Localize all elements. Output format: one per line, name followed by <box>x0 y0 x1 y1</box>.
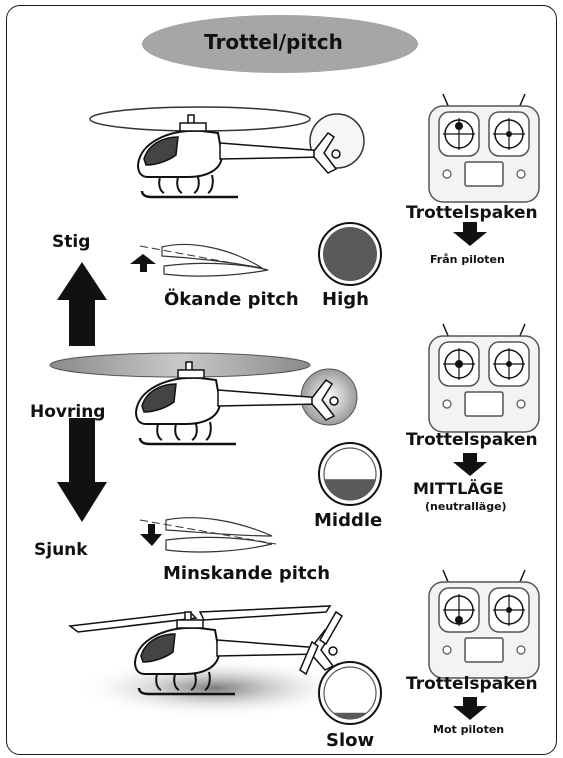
label-stig: Stig <box>52 232 90 252</box>
tx-bottom-direction: Mot piloten <box>433 723 504 736</box>
arrow-up-icon <box>57 262 107 346</box>
pitch-down-small-arrow-icon <box>140 524 162 546</box>
stick-arrow-top-icon <box>453 222 487 246</box>
tx-middle-note: (neutralläge) <box>425 500 507 513</box>
label-hovring: Hovring <box>30 402 105 422</box>
pitch-up-small-arrow-icon <box>130 254 156 272</box>
label-middle: Middle <box>314 510 382 531</box>
gauge-middle <box>319 443 381 505</box>
transmitter-bottom <box>429 570 539 678</box>
stick-arrow-bottom-icon <box>453 697 487 720</box>
label-minskande-pitch: Minskande pitch <box>163 563 330 584</box>
gauge-slow <box>319 662 381 724</box>
tx-top-stick-label: Trottelspaken <box>406 203 538 223</box>
label-okande-pitch: Ökande pitch <box>164 289 299 310</box>
tx-middle-stick-label: Trottelspaken <box>406 430 538 450</box>
transmitter-top <box>429 94 539 202</box>
airfoil-decrease-upper <box>166 518 272 536</box>
arrow-down-icon <box>57 418 107 522</box>
ground-shadow <box>75 658 355 718</box>
airfoil-decrease-lower <box>166 537 272 552</box>
label-slow: Slow <box>326 730 374 751</box>
tx-middle-direction: MITTLÄGE <box>413 479 504 498</box>
transmitter-middle <box>429 324 539 432</box>
stick-arrow-middle-icon <box>453 453 487 476</box>
label-high: High <box>322 289 369 310</box>
tx-top-direction: Från piloten <box>430 253 505 266</box>
label-sjunk: Sjunk <box>34 540 88 560</box>
tx-bottom-stick-label: Trottelspaken <box>406 674 538 694</box>
gauge-high <box>319 223 381 285</box>
